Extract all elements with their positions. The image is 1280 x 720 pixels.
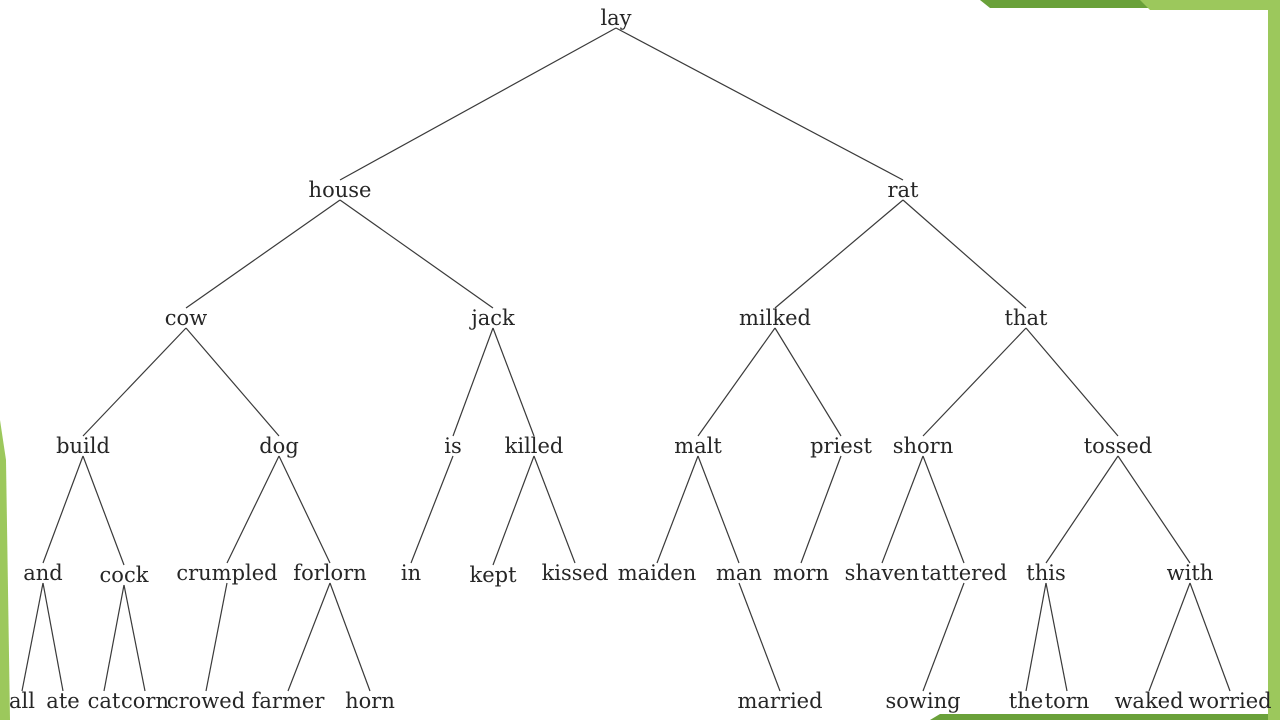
tree-node-in: in [401,561,421,585]
tree-node-is: is [444,434,462,458]
tree-edge-with-worried [1189,582,1231,692]
tree-edge-crumpled-crowed [205,582,228,692]
tree-node-shaven: shaven [845,561,920,585]
tree-edge-milked-malt [697,327,776,437]
tree-edge-that-tossed [1025,327,1119,437]
tree-node-waked: waked [1114,689,1183,713]
tree-edge-lay-rat [615,27,904,181]
tree-edge-house-jack [339,199,494,309]
tree-edge-milked-priest [774,327,842,437]
tree-edge-killed-kept [492,455,535,566]
tree-node-crumpled: crumpled [176,561,277,585]
tree-edges [21,27,1231,692]
tree-node-sowing: sowing [885,689,960,713]
tree-edge-tattered-sowing [922,582,965,692]
tree-node-worried: worried [1188,689,1271,713]
tree-node-the: the [1009,689,1043,713]
tree-node-priest: priest [810,434,872,458]
tree-node-milked: milked [739,306,811,330]
tree-node-shorn: shorn [893,434,954,458]
tree-node-morn: morn [773,561,829,585]
top-right-accent-light [1140,0,1280,10]
right-edge-accent [1268,0,1280,720]
tree-edge-build-and [42,455,84,564]
tree-edge-priest-morn [800,455,842,564]
tree-edge-forlorn-horn [329,582,371,692]
tree-node-horn: horn [345,689,395,713]
tree-node-with: with [1167,561,1214,585]
tree-node-cock: cock [100,563,149,587]
tree-node-crowed: crowed [167,689,245,713]
tree-node-lay: lay [600,6,631,30]
bottom-right-accent [930,714,1268,720]
tree-node-tattered: tattered [921,561,1007,585]
tree-node-all: all [9,689,35,713]
tree-edge-and-ate [42,582,64,692]
tree-edge-dog-crumpled [226,455,280,564]
tree-edge-jack-killed [492,327,535,437]
tree-edge-rat-milked [774,199,904,309]
tree-edge-with-waked [1148,582,1191,692]
tree-node-house: house [309,178,372,202]
tree-node-man: man [716,561,762,585]
tree-node-malt: malt [674,434,722,458]
tree-node-torn: torn [1045,689,1090,713]
tree-node-tossed: tossed [1084,434,1153,458]
tree-edge-tossed-this [1045,455,1119,564]
tree-edge-malt-maiden [656,455,699,564]
tree-edge-shorn-tattered [922,455,965,564]
tree-node-cat: cat [88,689,121,713]
tree-edge-tossed-with [1117,455,1191,564]
tree-edge-rat-that [902,199,1027,309]
tree-edge-cock-corn [123,584,146,692]
tree-node-jack: jack [468,306,515,330]
tree-node-this: this [1026,561,1065,585]
tree-edge-build-cock [82,455,125,566]
tree-edge-that-shorn [922,327,1027,437]
tree-node-that: that [1005,306,1048,330]
tree-edge-shorn-shaven [881,455,924,564]
left-edge-accent [0,420,10,720]
tree-edge-lay-house [339,27,617,181]
tree-edge-forlorn-farmer [287,582,331,692]
tree-node-and: and [23,561,63,585]
tree-edge-this-torn [1045,582,1068,692]
tree-edge-malt-man [697,455,740,564]
tree-node-rat: rat [888,178,920,202]
tree-node-kept: kept [469,563,517,587]
tree-node-ate: ate [46,689,79,713]
tree-node-maiden: maiden [618,561,697,585]
tree-edge-killed-kissed [533,455,576,564]
tree-edge-jack-is [452,327,494,437]
tree-node-cow: cow [165,306,207,330]
tree-node-forlorn: forlorn [293,561,366,585]
tree-edge-and-all [21,582,44,692]
tree-node-married: married [737,689,822,713]
tree-edge-man-married [738,582,781,692]
tree-node-kissed: kissed [542,561,609,585]
tree-edge-cow-dog [185,327,280,437]
tree-edge-cock-cat [103,584,125,692]
tree-edge-this-the [1025,582,1047,692]
tree-node-corn: corn [121,689,169,713]
tree-edge-cow-build [82,327,187,437]
tree-node-farmer: farmer [252,689,326,713]
tree-labels: lay house rat cow jack milked that build dog is ki… [9,6,1272,713]
tree-node-build: build [56,434,110,458]
tree-edge-dog-forlorn [278,455,331,564]
tree-edge-house-cow [185,199,341,309]
tree-node-killed: killed [505,434,564,458]
tree-edge-is-in [410,455,454,564]
tree-node-dog: dog [259,434,299,458]
